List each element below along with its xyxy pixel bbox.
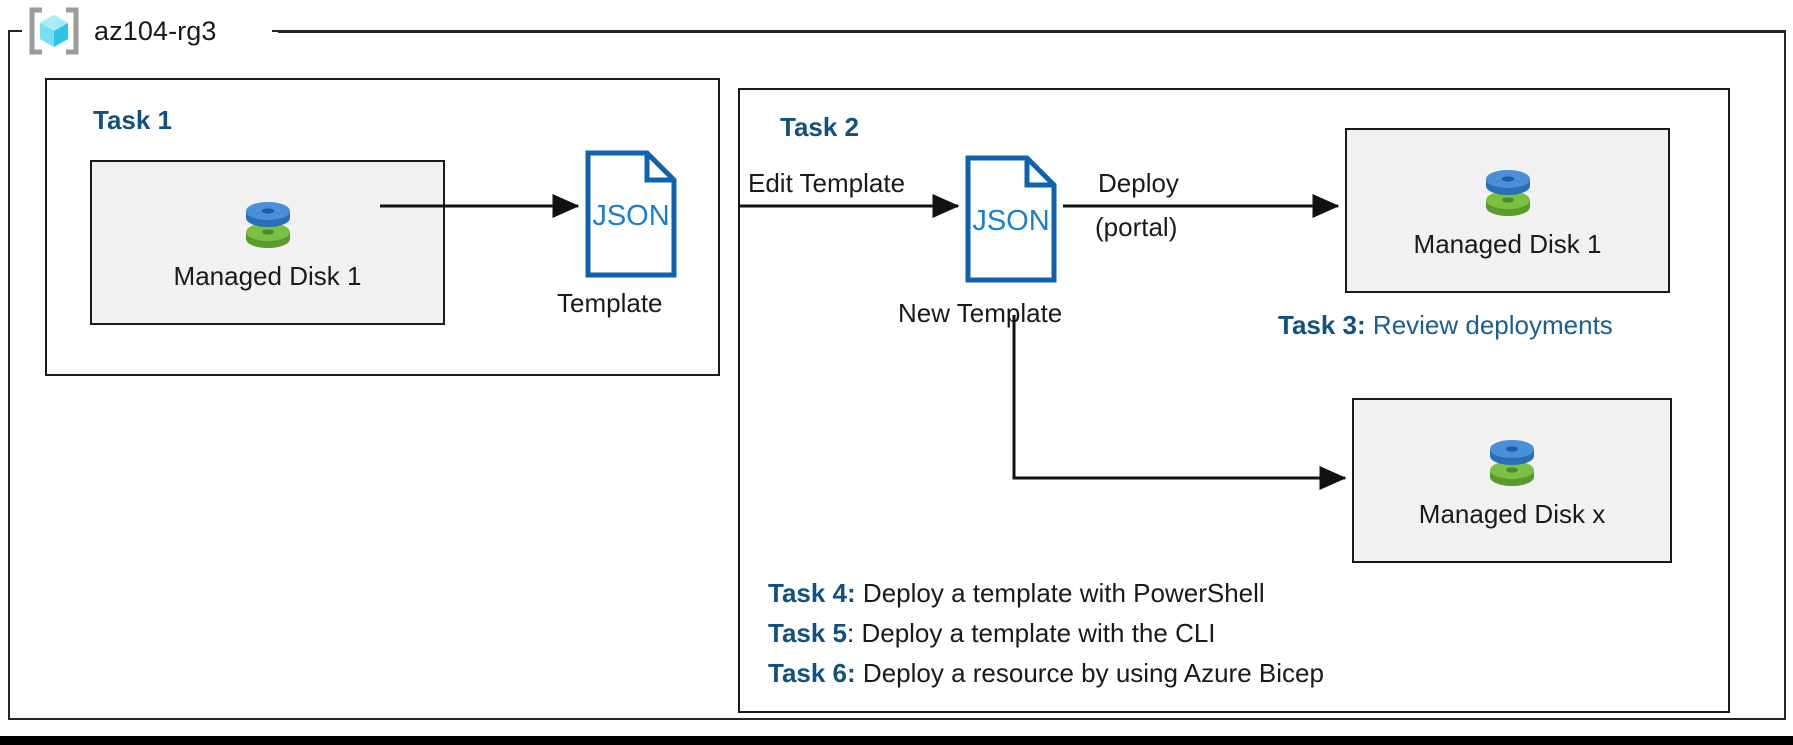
template-caption: Template [557,288,663,318]
azure-resource-group-cube-icon [28,6,80,56]
task-1-container [45,78,720,376]
deploy-edge-label: Deploy [1098,168,1179,198]
managed-disk-icon [1481,431,1543,493]
managed-disk-1-output-box: Managed Disk 1 [1345,128,1670,293]
new-template-caption: New Template [898,298,1063,328]
deploy-portal-edge-sublabel: (portal) [1095,212,1178,242]
task-5-desc: : Deploy a template with the CLI [847,618,1216,648]
resource-group-title: az104-rg3 [94,15,217,46]
task-6-tag: Task 6: [768,658,856,688]
task-6-desc: Deploy a resource by using Azure Bicep [855,658,1324,688]
edit-template-edge-label: Edit Template [748,168,906,198]
task-1-heading: Task 1 [93,105,173,135]
resource-group-header: az104-rg3 [28,4,216,58]
json-file-icon-new-template: JSON [965,155,1057,283]
task-3-note: Task 3: Review deployments [1278,310,1613,341]
json-file-icon-template: JSON [585,150,677,278]
svg-text:JSON: JSON [592,200,669,232]
managed-disk-x-output-label: Managed Disk x [1418,499,1606,529]
managed-disk-icon [237,193,299,255]
managed-disk-1-source-label: Managed Disk 1 [173,261,362,291]
task-4-note: Task 4: Deploy a template with PowerShel… [768,578,1265,609]
page-bottom-strip [0,736,1793,745]
task-3-desc: Review deployments [1365,310,1613,340]
task-3-tag: Task 3: [1278,310,1366,340]
managed-disk-1-source-box: Managed Disk 1 [90,160,445,325]
task-4-tag: Task 4: [768,578,856,608]
task-2-container [738,88,1730,713]
task-5-note: Task 5: Deploy a template with the CLI [768,618,1216,649]
task-6-note: Task 6: Deploy a resource by using Azure… [768,658,1324,689]
svg-text:JSON: JSON [972,205,1049,237]
task-4-desc: Deploy a template with PowerShell [855,578,1265,608]
managed-disk-icon [1477,161,1539,223]
task-5-tag: Task 5 [768,618,848,648]
task-2-heading: Task 2 [780,112,860,142]
managed-disk-1-output-label: Managed Disk 1 [1413,229,1602,259]
managed-disk-x-output-box: Managed Disk x [1352,398,1672,563]
